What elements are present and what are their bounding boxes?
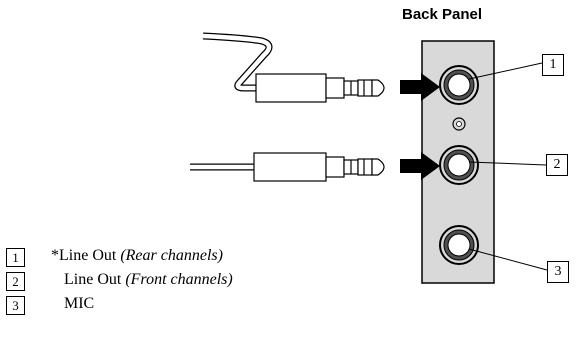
- leader-line-3: [468, 248, 548, 271]
- callout-1: 1: [542, 54, 564, 76]
- back-panel-title: Back Panel: [402, 6, 483, 23]
- legend-label-text: *Line Out: [51, 247, 121, 264]
- arrow-2: [400, 152, 440, 180]
- legend-number: 1: [6, 248, 25, 267]
- indicator-ring: [452, 117, 466, 131]
- plug-2: [253, 152, 385, 182]
- leader-line-2: [468, 161, 547, 166]
- legend-label-text: MIC: [64, 295, 95, 312]
- cable-1: [202, 32, 273, 92]
- legend-label-detail: (Rear channels): [120, 247, 223, 264]
- legend-label-text: Line Out: [64, 271, 126, 288]
- arrow-1: [400, 73, 440, 101]
- jack-2: [439, 145, 479, 185]
- legend-number: 3: [6, 296, 25, 315]
- legend-number: 2: [6, 272, 25, 291]
- leader-line-1: [468, 62, 543, 80]
- legend-label: *Line Out (Rear channels): [51, 247, 223, 265]
- jack-3: [439, 225, 479, 265]
- legend-label: MIC: [64, 295, 94, 313]
- legend-label-detail: (Front channels): [125, 271, 233, 288]
- jack-1: [439, 65, 479, 105]
- callout-2: 2: [546, 154, 568, 176]
- plug-1: [255, 73, 385, 103]
- legend-label: Line Out (Front channels): [64, 271, 233, 289]
- callout-3: 3: [547, 261, 569, 283]
